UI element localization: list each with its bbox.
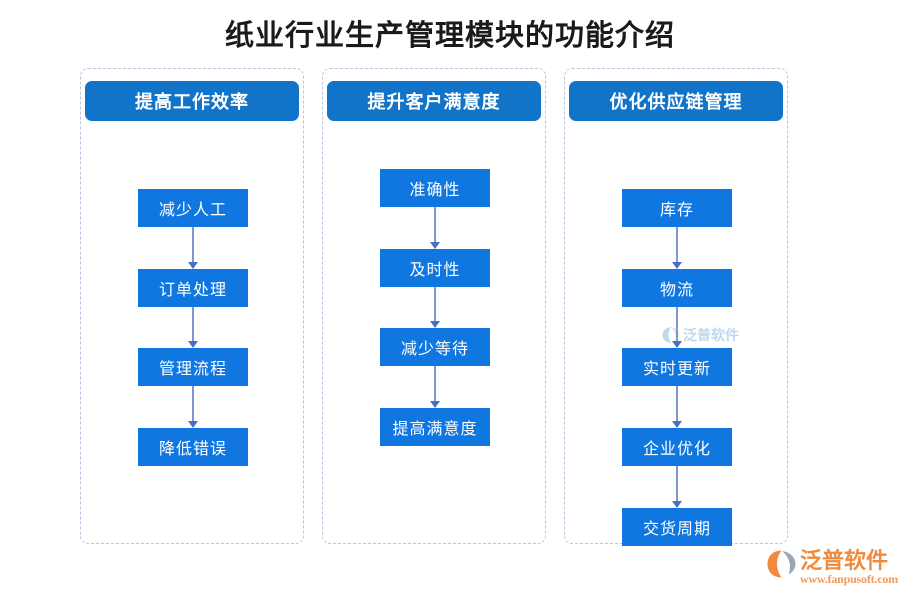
column-panel-1: 提高工作效率 减少人工 订单处理 管理流程 降低错误: [80, 68, 304, 544]
flow-arrow: [670, 307, 684, 348]
flow-chain-3: 库存 物流 实时更新 企业优化 交货周期: [565, 189, 789, 546]
flow-arrow: [670, 227, 684, 269]
column-header-3[interactable]: 优化供应链管理: [569, 81, 783, 121]
flow-arrow: [186, 227, 200, 269]
flow-chain-2: 准确性 及时性 减少等待 提高满意度: [323, 169, 547, 446]
flow-node[interactable]: 企业优化: [622, 428, 732, 466]
fanpu-logo-icon: [766, 549, 798, 579]
flow-node[interactable]: 物流: [622, 269, 732, 307]
brand-text: 泛普软件 www.fanpusoft.com: [800, 548, 898, 586]
page-title: 纸业行业生产管理模块的功能介绍: [224, 20, 675, 52]
flow-arrow: [428, 366, 442, 408]
column-header-2[interactable]: 提升客户满意度: [327, 81, 541, 121]
flow-node[interactable]: 管理流程: [138, 348, 248, 386]
flow-node[interactable]: 减少人工: [138, 189, 248, 227]
flow-arrow: [670, 466, 684, 508]
flow-arrow: [428, 287, 442, 328]
flow-node[interactable]: 准确性: [380, 169, 490, 207]
columns-container: 提高工作效率 减少人工 订单处理 管理流程 降低错误 提升客户满意度: [80, 68, 820, 546]
flow-node[interactable]: 库存: [622, 189, 732, 227]
flow-arrow: [186, 386, 200, 428]
flow-node[interactable]: 交货周期: [622, 508, 732, 546]
flow-arrow: [670, 386, 684, 428]
column-panel-2: 提升客户满意度 准确性 及时性 减少等待 提高满意度: [322, 68, 546, 544]
flow-node[interactable]: 订单处理: [138, 269, 248, 307]
brand-url: www.fanpusoft.com: [800, 572, 898, 586]
column-header-1[interactable]: 提高工作效率: [85, 81, 299, 121]
flow-arrow: [186, 307, 200, 348]
brand-logo: 泛普软件 www.fanpusoft.com: [766, 548, 898, 594]
flow-node[interactable]: 降低错误: [138, 428, 248, 466]
flow-arrow: [428, 207, 442, 249]
flow-chain-1: 减少人工 订单处理 管理流程 降低错误: [81, 189, 305, 466]
flow-node[interactable]: 减少等待: [380, 328, 490, 366]
flow-node[interactable]: 实时更新: [622, 348, 732, 386]
column-panel-3: 优化供应链管理 库存 物流 实时更新 企业优化 交货周期: [564, 68, 789, 546]
flow-node[interactable]: 提高满意度: [380, 408, 490, 446]
brand-name: 泛普软件: [800, 548, 889, 573]
flow-node[interactable]: 及时性: [380, 249, 490, 287]
